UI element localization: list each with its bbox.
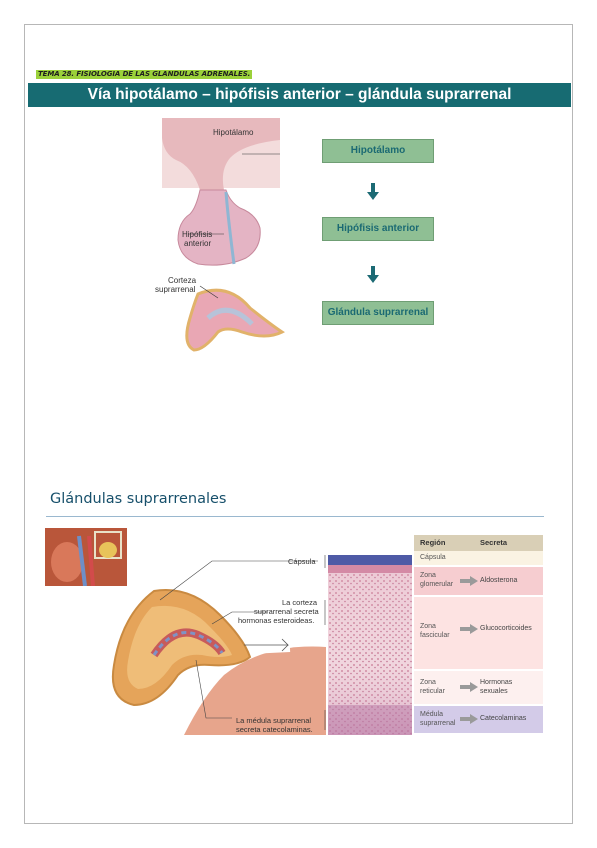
capsule-row-label: Cápsula	[420, 554, 446, 561]
secretes-cell: Glucocorticoides	[480, 625, 532, 632]
down-arrow-icon	[367, 183, 379, 200]
flow-step-pituitary: Hipófisis anterior	[322, 217, 434, 241]
region-cell: Zona	[420, 679, 436, 686]
region-cell: Zona	[420, 623, 436, 630]
right-arrow-icon	[460, 714, 478, 724]
adrenal-cross-section-illustration	[112, 589, 326, 735]
cortex-label-line2: suprarrenal	[155, 285, 196, 294]
secretes-cell: Hormonas	[480, 679, 513, 686]
region-cell: suprarrenal	[420, 720, 456, 727]
region-column-header: Región	[420, 538, 446, 547]
secretes-cell: Catecolaminas	[480, 715, 527, 722]
secretes-column-header: Secreta	[480, 538, 508, 547]
cortex-callout-line2: suprarrenal secreta	[254, 607, 319, 616]
medulla-callout-line1: La médula suprarrenal	[236, 716, 312, 725]
histology-micrograph-image	[328, 555, 412, 735]
medulla-callout-line2: secreta catecolaminas.	[236, 725, 313, 734]
flow-step-adrenal: Glándula suprarrenal	[322, 301, 434, 325]
kidney-thumbnail-image	[45, 528, 127, 586]
section-title: Glándulas suprarrenales	[50, 491, 227, 507]
table-row: Zona fascicular Glucocorticoides	[414, 597, 543, 669]
capsule-callout: Cápsula	[288, 557, 316, 566]
hypothalamus-pituitary-illustration	[162, 118, 285, 352]
cortex-callout-line3: hormonas esteroideas.	[238, 616, 315, 625]
pituitary-label-line1: Hipófisis	[182, 230, 213, 239]
page-title: Vía hipotálamo – hipófisis anterior – gl…	[28, 83, 571, 107]
table-row: Zona reticular Hormonas sexuales	[414, 671, 543, 704]
topic-label: TEMA 28. FISIOLOGIA DE LAS GLANDULAS ADR…	[36, 70, 253, 79]
down-arrow-icon	[367, 266, 379, 283]
right-arrow-icon	[460, 576, 478, 586]
table-row: Zona glomerular Aldosterona	[414, 567, 543, 595]
region-cell: Médula	[420, 711, 443, 718]
table-row-capsule: Cápsula	[414, 551, 543, 565]
table-header: Región Secreta	[414, 535, 543, 551]
hypothalamus-label: Hipotálamo	[213, 128, 254, 137]
cortex-label-line1: Corteza	[168, 276, 197, 285]
flow-step-hypothalamus: Hipotálamo	[322, 139, 434, 163]
region-cell: fascicular	[420, 632, 450, 639]
right-arrow-icon	[460, 682, 478, 692]
table-row: Médula suprarrenal Catecolaminas	[414, 706, 543, 733]
region-cell: reticular	[420, 688, 445, 695]
secretes-cell: Aldosterona	[480, 577, 518, 584]
region-cell: glomerular	[420, 581, 454, 588]
secretes-cell: sexuales	[480, 688, 508, 695]
region-cell: Zona	[420, 572, 436, 579]
right-arrow-icon	[460, 624, 478, 634]
cortex-callout-line1: La corteza	[282, 598, 318, 607]
pituitary-label-line2: anterior	[184, 239, 212, 248]
section-divider	[46, 516, 544, 517]
